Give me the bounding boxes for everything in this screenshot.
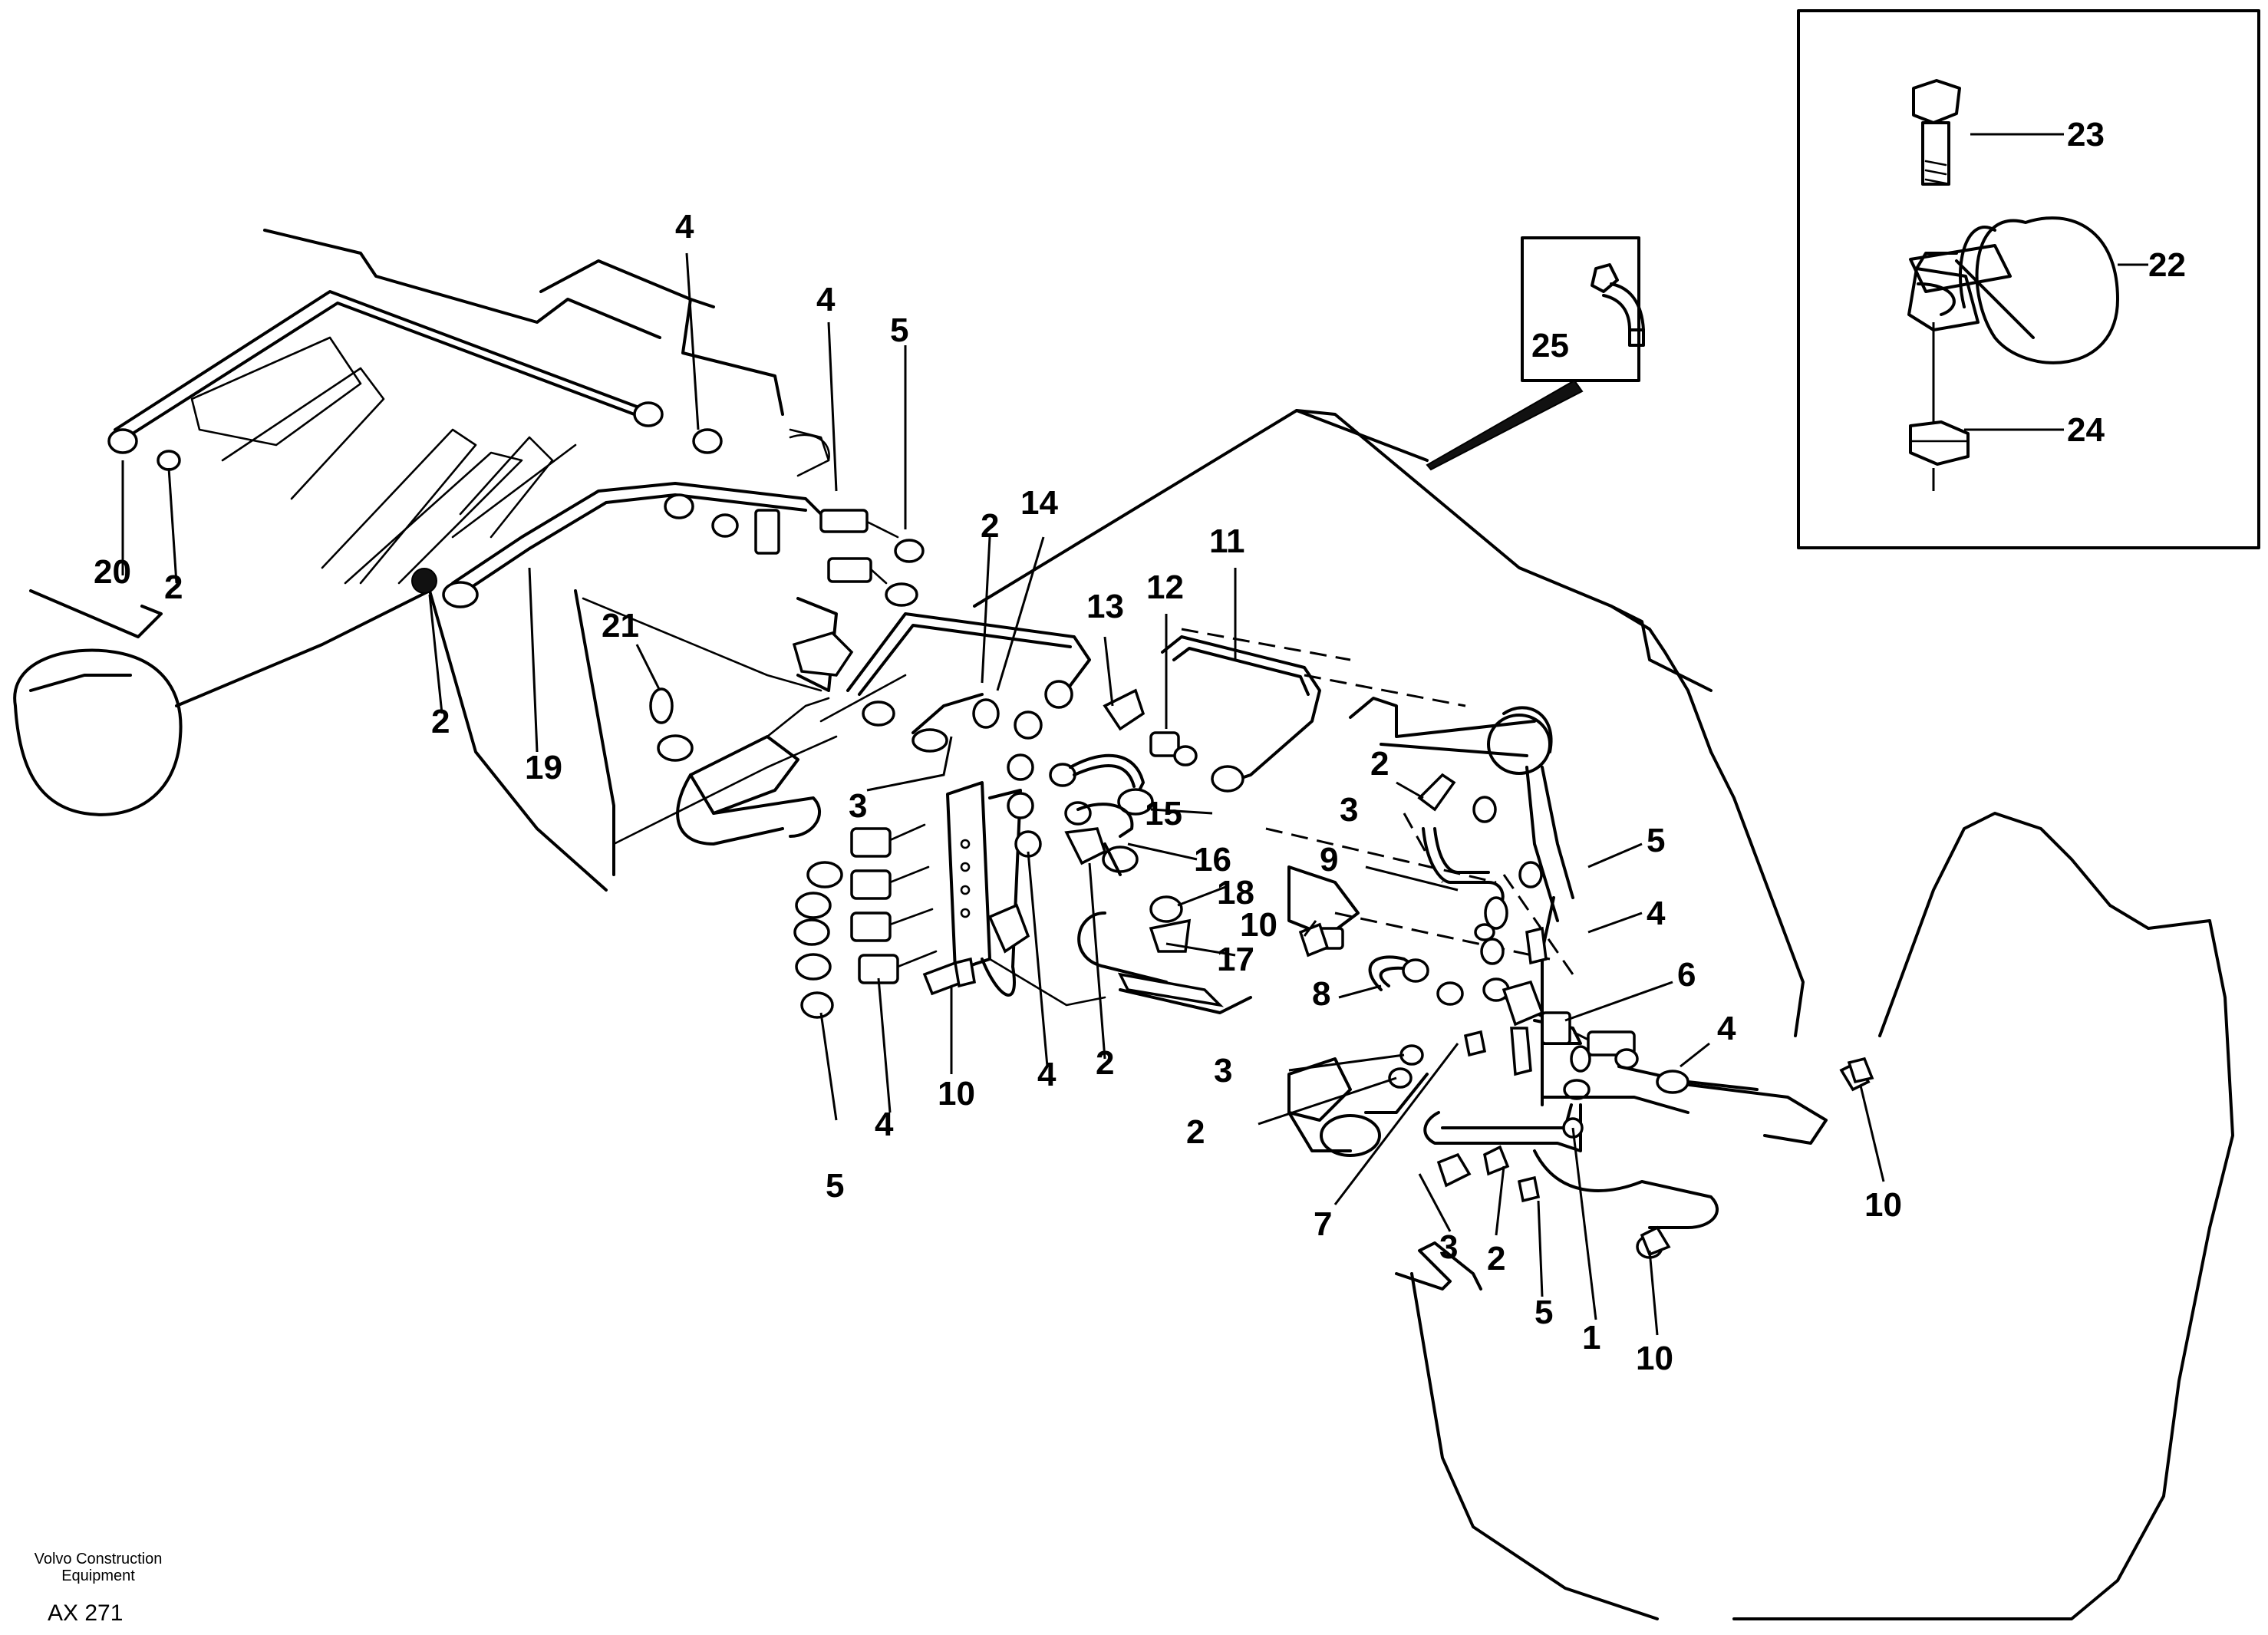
callout-10: 10 [1864,1186,1902,1224]
inset-box-22-24 [1797,9,2260,549]
callout-25: 25 [1531,327,1569,364]
callout-2: 2 [1096,1044,1114,1082]
callout-17: 17 [1217,941,1254,978]
leader-lines [121,133,2148,1336]
callout-15: 15 [1145,795,1182,832]
callout-5: 5 [826,1167,844,1205]
callout-7: 7 [1314,1205,1332,1243]
callout-4: 4 [816,281,836,318]
callout-2: 2 [1487,1240,1505,1277]
distribution-bracket [946,781,1106,1007]
front-wheel-hub [13,648,183,816]
callout-3: 3 [849,787,867,825]
callout-12: 12 [1146,569,1184,606]
callout-4: 4 [675,208,694,246]
publisher-line-1: Volvo Construction [35,1551,163,1567]
rear-pipes [1310,773,1871,1259]
callout-5: 5 [1535,1294,1553,1331]
front-grease-fittings [819,509,925,607]
callout-10: 10 [1636,1340,1673,1377]
callout-1: 1 [1582,1319,1600,1356]
callout-2: 2 [1186,1113,1205,1151]
publisher-line-2: Equipment [61,1567,135,1584]
callout-21: 21 [602,607,639,644]
callout-19: 19 [525,749,562,786]
callout-3: 3 [1340,791,1358,829]
callout-24: 24 [2067,411,2105,449]
rear-frame-outline [973,409,2234,1620]
callout-3: 3 [1439,1228,1458,1266]
callout-22: 22 [2148,246,2186,284]
callout-labels: 4 4 5 14 2 11 13 12 20 2 21 2 19 3 2 15 … [94,116,2186,1377]
callout-6: 6 [1677,956,1696,994]
callout-3: 3 [1214,1052,1232,1089]
callout-4: 4 [1717,1010,1736,1047]
callout-2: 2 [1370,745,1389,783]
figure-code: AX 271 [48,1600,123,1626]
centre-pivot [649,597,907,846]
callout-4: 4 [1647,895,1666,932]
left-fitting-bank [793,823,965,1019]
callout-9: 9 [1320,841,1338,878]
rear-pivot-assembly [1077,697,1574,1157]
callout-13: 13 [1086,588,1124,625]
callout-4: 4 [1037,1056,1057,1093]
callout-2: 2 [981,507,999,545]
footer: Volvo Construction Equipment AX 271 [35,1551,163,1626]
front-frame-outline [29,229,838,892]
callout-5: 5 [1647,822,1665,859]
callout-23: 23 [2067,116,2105,153]
callout-5: 5 [890,312,908,349]
callout-16: 16 [1194,841,1231,878]
callout-11: 11 [1209,522,1245,560]
front-lube-tubes [107,290,830,608]
callout-4: 4 [875,1106,894,1143]
callout-10: 10 [938,1075,975,1113]
callout-18: 18 [1217,874,1254,911]
inset-box-25 [1426,236,1645,471]
callout-14: 14 [1020,484,1058,522]
callout-2: 2 [431,703,450,740]
callout-8: 8 [1312,975,1330,1013]
callout-2: 2 [164,569,183,606]
callout-20: 20 [94,553,131,591]
upper-pipes [846,612,1321,953]
callout-10: 10 [1240,906,1277,944]
